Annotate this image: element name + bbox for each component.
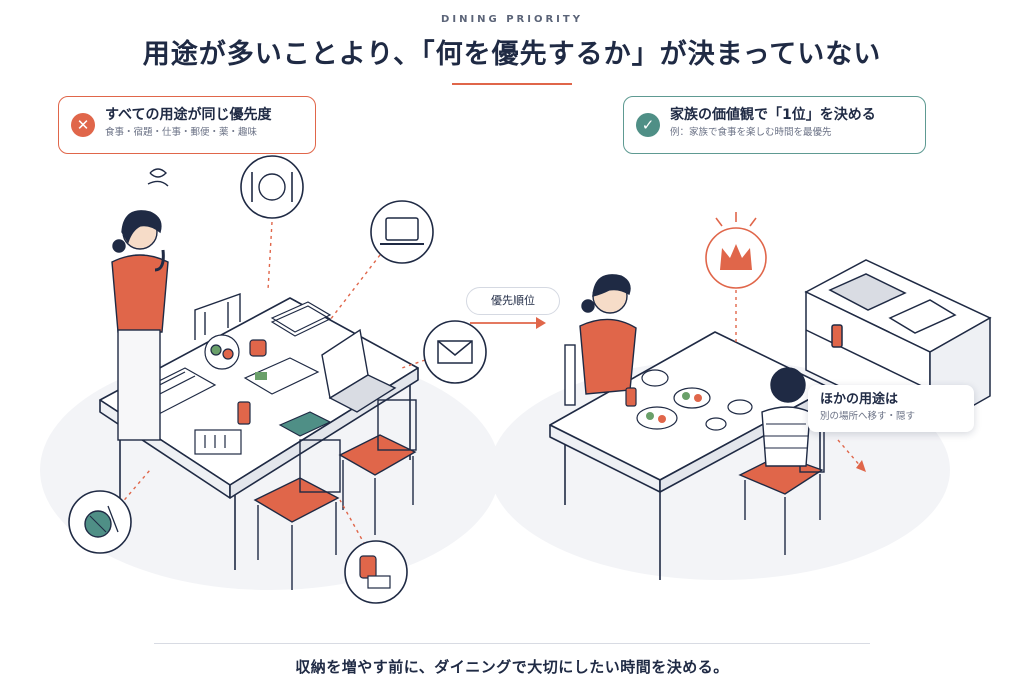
medicine-icon bbox=[344, 540, 408, 604]
table-laptop bbox=[321, 328, 397, 413]
yarn-icon bbox=[68, 490, 132, 554]
laptop-icon bbox=[370, 200, 434, 264]
meal-dishes bbox=[625, 369, 753, 431]
table-clutter bbox=[123, 301, 332, 455]
other-uses-note: ほかの用途は 別の場所へ移す・隠す bbox=[808, 385, 974, 432]
other-uses-heading: ほかの用途は bbox=[820, 392, 899, 407]
check-mark-icon: ✓ bbox=[636, 113, 660, 137]
other-uses-subtext: 別の場所へ移す・隠す bbox=[820, 411, 916, 422]
side-note-arrowhead bbox=[856, 460, 866, 472]
confused-woman bbox=[111, 168, 169, 441]
transition-arrow bbox=[470, 317, 546, 329]
plate-icon bbox=[240, 155, 304, 219]
eyebrow-label: DINING PRIORITY bbox=[441, 14, 583, 25]
page-title: 用途が多いことより、「何を優先するか」が決まっていない bbox=[142, 39, 882, 70]
problem-callout: ✕ すべての用途が同じ優先度 食事・宿題・仕事・郵便・薬・趣味 bbox=[58, 96, 316, 154]
woman-eating bbox=[564, 274, 637, 406]
footer-message: 収納を増やす前に、ダイニングで大切にしたい時間を決める。 bbox=[295, 658, 729, 676]
footer-divider bbox=[154, 643, 870, 644]
crown-icon bbox=[705, 212, 767, 345]
x-mark-icon: ✕ bbox=[71, 113, 95, 137]
left-connectors bbox=[119, 221, 426, 546]
solution-heading: 家族の価値観で「1位」を決める bbox=[670, 107, 876, 123]
left-chair-front-1 bbox=[253, 439, 341, 590]
priority-label: 優先順位 bbox=[466, 287, 560, 315]
side-note-connector bbox=[837, 439, 863, 469]
envelope-icon bbox=[423, 320, 487, 384]
solution-subtext: 例：家族で食事を楽しむ時間を最優先 bbox=[670, 127, 832, 138]
title-underline bbox=[452, 83, 572, 85]
problem-subtext: 食事・宿題・仕事・郵便・薬・趣味 bbox=[105, 127, 258, 138]
solution-callout: ✓ 家族の価値観で「1位」を決める 例：家族で食事を楽しむ時間を最優先 bbox=[623, 96, 926, 154]
left-chair-front-2 bbox=[338, 399, 417, 535]
left-chair-back bbox=[194, 293, 241, 340]
problem-heading: すべての用途が同じ優先度 bbox=[105, 107, 272, 123]
